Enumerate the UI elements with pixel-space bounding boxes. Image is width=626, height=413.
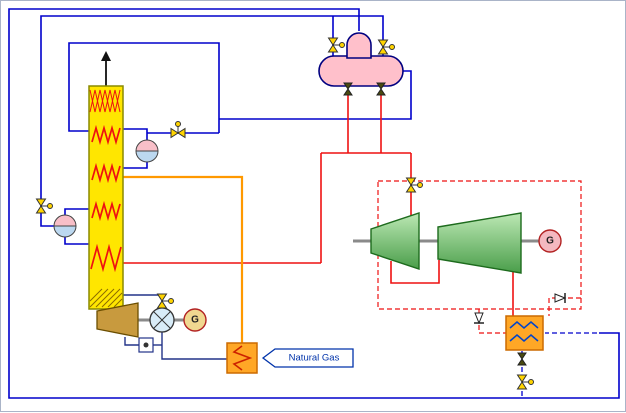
- packed-column[interactable]: [88, 51, 124, 310]
- gate-valve-drum-left[interactable]: [328, 37, 345, 53]
- cold-stream-drum-return[interactable]: [219, 70, 412, 120]
- check-valve-cooler-left[interactable]: [473, 312, 485, 324]
- heating-coil-1: [91, 124, 121, 146]
- gate-valve-drum-right[interactable]: [378, 39, 395, 55]
- cold-stream-drum-header[interactable]: [40, 15, 384, 227]
- relief-valve-cooler[interactable]: [517, 352, 527, 366]
- fuel-gas-heater[interactable]: [226, 342, 258, 374]
- hot-dashed-stream-to-cooler-right[interactable]: [548, 297, 581, 316]
- hot-streams: [123, 93, 514, 316]
- column-packing-lattice: [89, 89, 121, 113]
- gate-valve-blower-line[interactable]: [157, 293, 174, 309]
- hot-stream-crossover[interactable]: [390, 260, 440, 284]
- generator-right[interactable]: G: [538, 229, 562, 253]
- gate-valve-column-top[interactable]: [170, 121, 186, 138]
- air-line-box-left[interactable]: [124, 337, 139, 346]
- exchanger-upper[interactable]: [135, 139, 159, 163]
- hp-turbine[interactable]: [370, 212, 420, 270]
- gate-valve-cooler-drain[interactable]: [517, 374, 534, 390]
- exchanger-upper-hot-half: [135, 139, 159, 152]
- heating-coil-4: [90, 243, 122, 273]
- cooler-coil-icon: [509, 334, 539, 342]
- condenser-cooler[interactable]: [505, 315, 544, 351]
- column-bottom-hatch: [89, 288, 123, 308]
- instrument-box[interactable]: [138, 337, 154, 353]
- cold-stream-exchanger1-inlet[interactable]: [123, 128, 148, 140]
- air-line-to-heater[interactable]: [161, 332, 227, 360]
- heating-coil-3: [91, 200, 121, 222]
- exchanger-lower-cold-half: [53, 225, 77, 238]
- drum-dome: [346, 32, 372, 59]
- cold-stream-exchanger1-outlet[interactable]: [123, 162, 148, 169]
- gas-expander[interactable]: [96, 302, 139, 338]
- cooler-coil-icon: [509, 321, 539, 329]
- air-blower[interactable]: [149, 307, 175, 333]
- stream-flag-arrow-icon: [261, 348, 354, 368]
- check-valve-cooler-right[interactable]: [554, 292, 566, 304]
- cold-stream-column-feed[interactable]: [68, 42, 220, 133]
- cold-stream-exchanger2-inlet[interactable]: [64, 208, 89, 215]
- instrument-dot-icon: [143, 342, 149, 348]
- gate-valve-turbine-inlet[interactable]: [406, 177, 423, 193]
- column-shell[interactable]: [88, 85, 124, 310]
- natural-gas-inlet[interactable]: Natural Gas: [261, 348, 354, 368]
- heating-coil-2: [91, 162, 121, 184]
- exchanger-lower-hot-half: [53, 214, 77, 227]
- exchanger-upper-cold-half: [135, 150, 159, 163]
- heater-coil-icon: [232, 345, 253, 371]
- blower-blade-line: [153, 311, 171, 329]
- relief-valve-drum-right[interactable]: [376, 82, 386, 96]
- column-packing-lattice: [89, 89, 121, 113]
- generator-left-label: G: [191, 315, 199, 326]
- generator-left[interactable]: G: [183, 308, 207, 332]
- generator-right-label: G: [546, 236, 554, 247]
- natural-gas-label: Natural Gas: [289, 353, 340, 364]
- vent-arrow-icon: [101, 51, 111, 61]
- exchanger-lower[interactable]: [53, 214, 77, 238]
- steam-drum[interactable]: [318, 32, 404, 87]
- shafts: [138, 239, 539, 322]
- cold-stream-outer-loop[interactable]: [8, 8, 620, 399]
- drum-shell[interactable]: [318, 55, 404, 87]
- cold-streams: [8, 8, 620, 399]
- gate-valve-left-header[interactable]: [36, 198, 53, 214]
- flue-gas-stream[interactable]: [123, 175, 244, 343]
- relief-valve-drum-left[interactable]: [343, 82, 353, 96]
- cold-stream-exchanger2-outlet[interactable]: [64, 237, 89, 245]
- lp-turbine[interactable]: [437, 212, 522, 274]
